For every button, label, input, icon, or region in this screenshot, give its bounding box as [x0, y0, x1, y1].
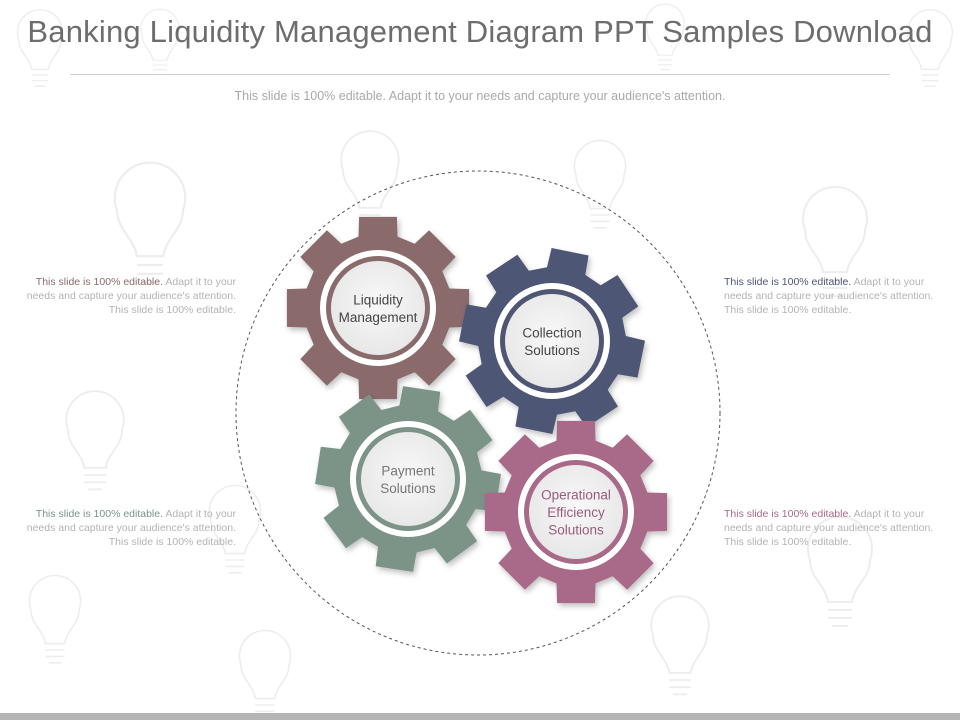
- title-divider: [70, 74, 890, 75]
- slide-title: Banking Liquidity Management Diagram PPT…: [27, 14, 933, 49]
- lightbulb-icon: [802, 185, 868, 297]
- gear-hub: [505, 294, 599, 388]
- gear-label-line: Payment: [381, 463, 435, 478]
- gear-label-line: Operational: [541, 488, 611, 503]
- gear-hub: [529, 465, 623, 559]
- dashed-boundary-circle: [235, 170, 721, 656]
- gear-label-line: Solutions: [524, 343, 580, 358]
- callout-lead: This slide is 100% editable.: [724, 276, 852, 288]
- callout-lead: This slide is 100% editable.: [35, 276, 164, 288]
- gear-label-line: Efficiency: [547, 505, 605, 520]
- gear-label-line: Collection: [522, 325, 581, 340]
- lightbulb-icon: [113, 161, 187, 284]
- gear-hub: [331, 261, 425, 355]
- gear-label-line: Liquidity: [353, 292, 403, 307]
- lightbulb-icon: [650, 595, 710, 696]
- lightbulb-icon: [65, 390, 125, 491]
- lightbulb-icon: [645, 3, 685, 71]
- gear-label-line: Management: [339, 310, 418, 325]
- gear-hub: [361, 432, 455, 526]
- callout-top-right: This slide is 100% editable. Adapt it to…: [724, 275, 946, 317]
- callout-bottom-left: This slide is 100% editable. Adapt it to…: [14, 507, 236, 549]
- callout-lead: This slide is 100% editable.: [724, 508, 852, 520]
- callout-body: Adapt it to your needs and capture your …: [724, 508, 934, 548]
- gear-label-line: Solutions: [380, 481, 436, 496]
- footer-bar: [0, 713, 960, 720]
- callout-lead: This slide is 100% editable.: [35, 508, 164, 520]
- lightbulb-icon: [208, 484, 262, 574]
- callout-body: Adapt it to your needs and capture your …: [26, 508, 236, 548]
- lightbulb-icon: [16, 9, 64, 87]
- gear-label-line: Solutions: [548, 523, 604, 538]
- callout-top-left: This slide is 100% editable. Adapt it to…: [14, 275, 236, 317]
- callout-body: Adapt it to your needs and capture your …: [26, 276, 236, 316]
- lightbulb-icon: [807, 515, 873, 627]
- callout-bottom-right: This slide is 100% editable. Adapt it to…: [724, 507, 946, 549]
- lightbulb-icon: [906, 9, 954, 87]
- callout-body: Adapt it to your needs and capture your …: [724, 276, 934, 316]
- lightbulb-icon: [28, 574, 82, 664]
- lightbulb-icon: [573, 139, 627, 229]
- slide-subtitle: This slide is 100% editable. Adapt it to…: [234, 89, 726, 103]
